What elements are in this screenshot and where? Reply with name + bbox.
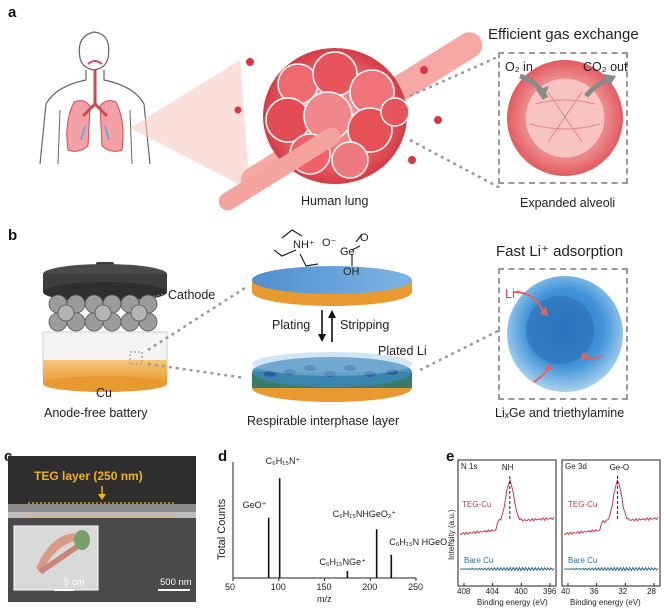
- stripping-label: Stripping: [340, 318, 390, 332]
- panel-letter-d: d: [218, 448, 228, 465]
- xps-peak-label-n1s: NH: [501, 463, 514, 472]
- ms-peak-label: C₆H₁₅N⁺: [265, 456, 301, 467]
- cathode-label: Cathode: [168, 288, 216, 302]
- ms-x-tick-label: 150: [316, 582, 332, 592]
- ms-xlabel: m/z: [317, 594, 332, 604]
- xps-tick-label: 28: [647, 587, 656, 596]
- interphase-disc-top-icon: [252, 266, 412, 306]
- ms-peak-label: C₆H₁₅N HGeO₃⁻: [389, 536, 456, 547]
- human-lung-label: Human lung: [301, 194, 369, 208]
- o2-in-label: O₂ in: [505, 60, 533, 74]
- gas-exchange-title: Efficient gas exchange: [488, 26, 639, 43]
- xps-series-bare-ge3d: [563, 566, 659, 572]
- teg-layer-label: TEG layer (250 nm): [34, 469, 143, 483]
- expanded-alveoli-label: Expanded alveoli: [520, 196, 616, 210]
- molecule-nh-label: NH⁺: [293, 239, 315, 251]
- ms-x-tick-label: 200: [362, 582, 378, 592]
- xps-tick-label: 404: [485, 587, 500, 596]
- panel-letter-a: a: [8, 4, 17, 21]
- xps-ylabel: Intensity (a.u.): [447, 509, 456, 560]
- human-torso-icon: [39, 31, 151, 165]
- xps-legend-teg-n1s: TEG-Cu: [462, 500, 492, 509]
- xps-series-teg-ge3d: [563, 479, 659, 536]
- sem-image: TEG layer (250 nm) 5 cm 500 nm: [8, 456, 196, 602]
- xps-title-ge3d: Ge 3d: [565, 462, 587, 471]
- alveoli-frame: [498, 52, 628, 184]
- ms-x-tick-label: 50: [225, 582, 236, 592]
- xps-frame-n1s: [457, 459, 557, 587]
- xps-tick-label: 32: [618, 587, 628, 596]
- lixge-label: LiₓGe and triethylamine: [495, 406, 625, 420]
- xps-legend-bare-ge3d: Bare Cu: [568, 556, 598, 565]
- cu-label: Cu: [96, 386, 112, 400]
- xps-tick-label: 396: [543, 587, 557, 596]
- xps-tick-label: 36: [589, 587, 599, 596]
- ms-x-tick-label: 100: [270, 582, 286, 592]
- xps-series-bare-n1s: [459, 566, 555, 572]
- molecule-oh-label: OH: [343, 266, 360, 278]
- xps-title-n1s: N 1s: [461, 462, 478, 471]
- ms-peak-label: GeO⁺: [242, 499, 267, 510]
- molecule-o-minus-label: O⁻: [322, 237, 337, 249]
- ms-ylabel: Total Counts: [216, 498, 228, 560]
- ms-peak-label: C₆H₁₅NGe⁺: [319, 557, 366, 568]
- li-adsorption-title: Fast Li⁺ adsorption: [496, 243, 624, 260]
- panel-letter-e: e: [446, 448, 455, 465]
- plating-label: Plating: [272, 318, 311, 332]
- alveoli-icon: [507, 60, 623, 176]
- xps-legend-bare-n1s: Bare Cu: [464, 556, 494, 565]
- plated-li-label: Plated Li: [378, 344, 427, 358]
- lithium-sphere-icon: [507, 276, 623, 392]
- xps-tick-label: 400: [514, 587, 528, 596]
- co2-out-label: CO₂ out: [583, 60, 628, 74]
- interphase-disc-bottom-icon: [252, 352, 412, 402]
- lung-cluster-icon: [218, 32, 483, 211]
- ms-peak-label: C₆H₁₅NHGeO₂⁺: [332, 509, 397, 520]
- panel-letter-b: b: [8, 227, 18, 244]
- lithium-frame: [498, 268, 628, 400]
- interphase-layer-label: Respirable interphase layer: [247, 414, 400, 428]
- ms-chart: [232, 462, 417, 581]
- li-plus-label: Li⁺: [505, 287, 522, 301]
- xps-chart: [457, 459, 661, 587]
- xps-frame-ge3d: [561, 459, 661, 587]
- battery-icon: [42, 262, 168, 392]
- ms-x-tick-label: 250: [408, 582, 424, 592]
- sem-scale-label: 500 nm: [160, 577, 192, 588]
- inset-scale-label: 5 cm: [64, 577, 85, 588]
- xps-peak-label-ge3d: Ge-O: [609, 463, 630, 472]
- xps-legend-teg-ge3d: TEG-Cu: [568, 500, 598, 509]
- xps-tick-label: 40: [561, 587, 570, 596]
- molecule-o-label: O: [360, 232, 369, 244]
- anode-free-battery-label: Anode-free battery: [44, 406, 148, 420]
- molecule-icon: [273, 229, 363, 267]
- xps-tick-label: 408: [457, 587, 471, 596]
- xps-series-teg-n1s: [459, 478, 555, 536]
- molecule-ge-label: Ge: [340, 246, 355, 258]
- xps-xlabel-ge3d: Binding energy (eV): [570, 598, 641, 607]
- xps-xlabel-n1s: Binding energy (eV): [477, 598, 548, 607]
